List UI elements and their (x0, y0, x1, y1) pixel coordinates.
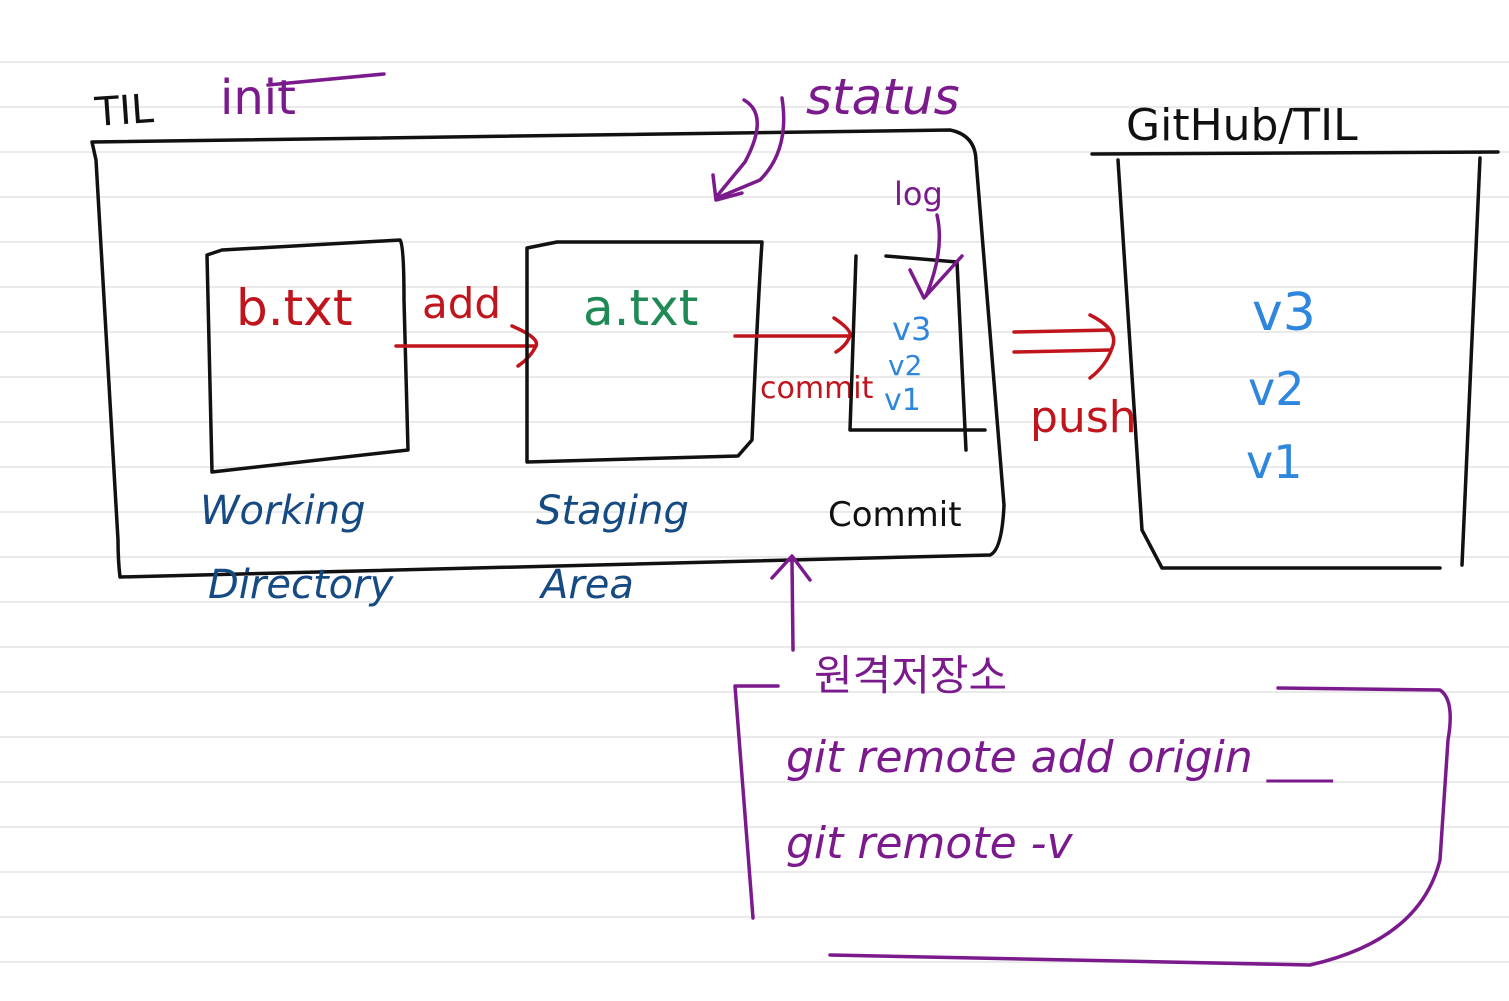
remote-note-bracket (733, 684, 1452, 967)
staging-area-file: a.txt (583, 279, 698, 337)
commit-caption: Commit (828, 495, 962, 535)
remote-version-v3: v3 (1252, 283, 1316, 343)
remote-repo-name: GitHub/TIL (1126, 100, 1358, 151)
working-directory-caption-line1: Working (200, 488, 366, 534)
commit-version-v2: v2 (888, 349, 922, 382)
commit-label: commit (760, 371, 874, 406)
working-directory-box (205, 238, 410, 474)
remote-note-pointer-arrow (770, 554, 812, 652)
ruled-lines (0, 61, 1509, 963)
commit-arrow (733, 316, 852, 354)
remote-command-list: git remote -v (786, 818, 1074, 869)
push-arrow (1012, 313, 1116, 380)
staging-area-caption-line1: Staging (536, 488, 689, 534)
remote-repo-box (1090, 150, 1500, 570)
add-label: add (422, 279, 501, 328)
log-arrow (908, 213, 964, 300)
init-label: init (220, 70, 296, 126)
working-directory-caption-line2: Directory (208, 562, 395, 608)
remote-note-title: 원격저장소 (814, 651, 1007, 700)
commit-version-v3: v3 (892, 310, 931, 348)
local-repo-name: TIL (92, 86, 155, 136)
init-underline-stroke (266, 72, 386, 87)
local-repo-box (90, 128, 1006, 579)
staging-area-caption-line2: Area (538, 562, 634, 608)
remote-version-v1: v1 (1246, 435, 1303, 489)
status-arrow (711, 96, 786, 202)
push-label: push (1030, 392, 1137, 443)
working-directory-file: b.txt (236, 279, 352, 337)
staging-area-box (525, 240, 764, 464)
commit-version-v1: v1 (884, 383, 921, 418)
log-label: log (894, 175, 943, 213)
status-label: status (806, 68, 960, 126)
remote-command-add-origin: git remote add origin ___ (786, 732, 1334, 783)
remote-version-v2: v2 (1248, 362, 1305, 416)
